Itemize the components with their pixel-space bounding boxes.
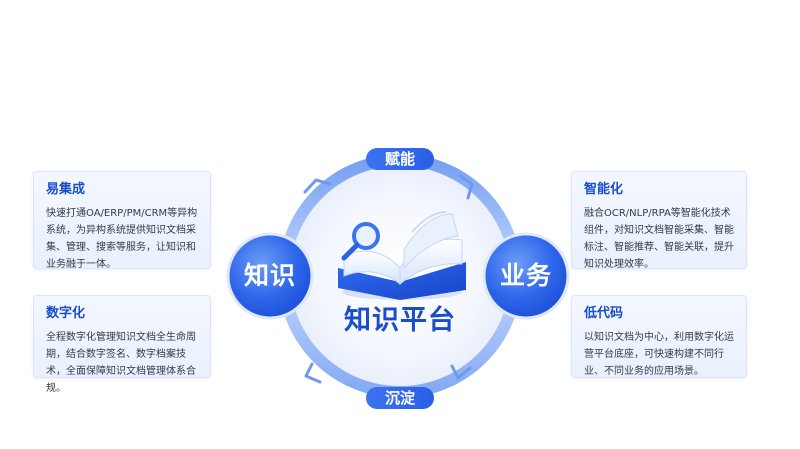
- card-title: 智能化: [584, 182, 624, 197]
- card-title: 数字化: [46, 306, 86, 321]
- arrow-icon: [458, 174, 474, 200]
- feature-card-intelligence: 智能化 融合OCR/NLP/RPA等智能化技术组件，对知识文档智能采集、智能标注…: [571, 171, 747, 270]
- card-title: 低代码: [584, 306, 624, 321]
- flow-label-empower: 赋能: [384, 150, 415, 168]
- node-knowledge: [226, 232, 314, 320]
- flow-pill-bottom: [366, 387, 434, 409]
- node-knowledge-label: 知识: [243, 261, 296, 290]
- flow-pill-top: [366, 148, 434, 170]
- arrow-icon: [450, 364, 472, 380]
- card-title: 易集成: [46, 182, 86, 197]
- feature-card-low-code: 低代码 以知识文档为中心，利用数字化运营平台底座，可快速构建不同行业、不同业务的…: [571, 295, 747, 378]
- arrow-icon: [304, 362, 322, 384]
- center-title: 知识平台: [344, 305, 456, 336]
- card-description: 以知识文档为中心，利用数字化运营平台底座，可快速构建不同行业、不同业务的应用场景…: [584, 332, 734, 377]
- magnifier-icon: [341, 222, 380, 261]
- feature-card-easy-integration: 易集成 快速打通OA/ERP/PM/CRM等异构系统，为异构系统提供知识文档采集…: [33, 171, 211, 270]
- book-icon: [338, 211, 466, 300]
- card-description: 融合OCR/NLP/RPA等智能化技术组件，对知识文档智能采集、智能标注、智能推…: [584, 208, 734, 270]
- card-description: 全程数字化管理知识文档全生命周期，结合数字签名、数字档案技术，全面保障知识文档管…: [46, 332, 196, 394]
- flow-label-accumulate: 沉淀: [384, 389, 415, 407]
- node-business-label: 业务: [499, 261, 552, 290]
- card-description: 快速打通OA/ERP/PM/CRM等异构系统，为异构系统提供知识文档采集、管理、…: [46, 208, 198, 270]
- feature-card-digitalization: 数字化 全程数字化管理知识文档全生命周期，结合数字签名、数字档案技术，全面保障知…: [33, 295, 211, 394]
- arrow-icon: [303, 178, 332, 194]
- node-business: [482, 232, 570, 320]
